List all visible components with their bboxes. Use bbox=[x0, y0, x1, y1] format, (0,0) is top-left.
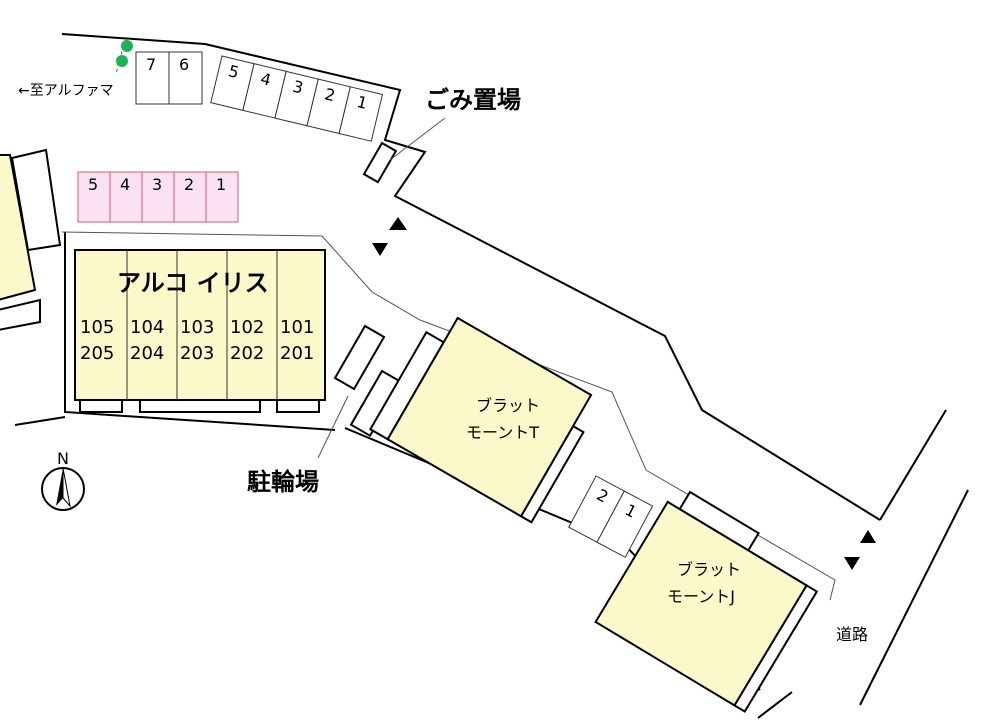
unit-number: 204 bbox=[130, 343, 164, 364]
building-arco-iris: アルコ イリス 105 104 103 102 101 205 204 203 … bbox=[74, 249, 326, 413]
direction-label: ←至アルファマ bbox=[18, 83, 114, 99]
bicycle-label: 駐輪場 bbox=[247, 468, 319, 496]
parking-top-row: 5 4 3 2 1 bbox=[210, 55, 384, 142]
garbage-label: ごみ置場 bbox=[425, 86, 521, 114]
building-j bbox=[594, 490, 819, 713]
tree-icon bbox=[121, 40, 133, 52]
parking-number: 7 bbox=[146, 55, 156, 74]
parking-number: 3 bbox=[152, 175, 162, 194]
parking-number: 4 bbox=[120, 175, 130, 194]
parking-number: 3 bbox=[291, 77, 305, 98]
unit-number: 103 bbox=[180, 317, 214, 338]
unit-number: 202 bbox=[230, 343, 264, 364]
parking-top-left: 7 6 bbox=[135, 51, 203, 105]
building-t-name: ブラット bbox=[476, 396, 540, 415]
road-label: 道路 bbox=[836, 625, 868, 644]
entrance-arrows bbox=[372, 217, 876, 570]
unit-number: 104 bbox=[130, 317, 164, 338]
parking-number: 5 bbox=[88, 175, 98, 194]
building-t bbox=[368, 316, 593, 524]
parking-number: 1 bbox=[355, 92, 369, 113]
building-j-name: モーントJ bbox=[667, 587, 735, 606]
tree-icon bbox=[116, 55, 128, 67]
building-j-name: ブラット bbox=[677, 560, 741, 579]
parking-pink-row: 5 4 3 2 1 bbox=[77, 171, 239, 223]
arrow-up-icon bbox=[389, 217, 407, 230]
unit-number: 201 bbox=[280, 343, 314, 364]
building-name: アルコ イリス bbox=[117, 269, 269, 297]
parking-number: 2 bbox=[184, 175, 194, 194]
arrow-down-icon bbox=[844, 557, 860, 570]
arrow-down-icon bbox=[372, 243, 388, 256]
building-t-name: モーントT bbox=[466, 423, 539, 442]
unit-number: 101 bbox=[280, 317, 314, 338]
parking-number: 5 bbox=[227, 61, 241, 82]
garbage-area: ごみ置場 bbox=[362, 86, 521, 184]
parking-small: 2 1 bbox=[568, 475, 654, 558]
unit-number: 102 bbox=[230, 317, 264, 338]
north-label: N bbox=[57, 449, 69, 468]
north-arrow-icon: N bbox=[41, 449, 85, 511]
parking-number: 2 bbox=[323, 84, 337, 105]
parking-number: 4 bbox=[259, 69, 273, 90]
parking-number: 1 bbox=[216, 175, 226, 194]
arrow-up-icon bbox=[860, 530, 876, 543]
unit-number: 105 bbox=[80, 317, 114, 338]
parking-number: 6 bbox=[179, 55, 189, 74]
unit-number: 205 bbox=[80, 343, 114, 364]
unit-number: 203 bbox=[180, 343, 214, 364]
left-edge-building bbox=[0, 148, 62, 331]
